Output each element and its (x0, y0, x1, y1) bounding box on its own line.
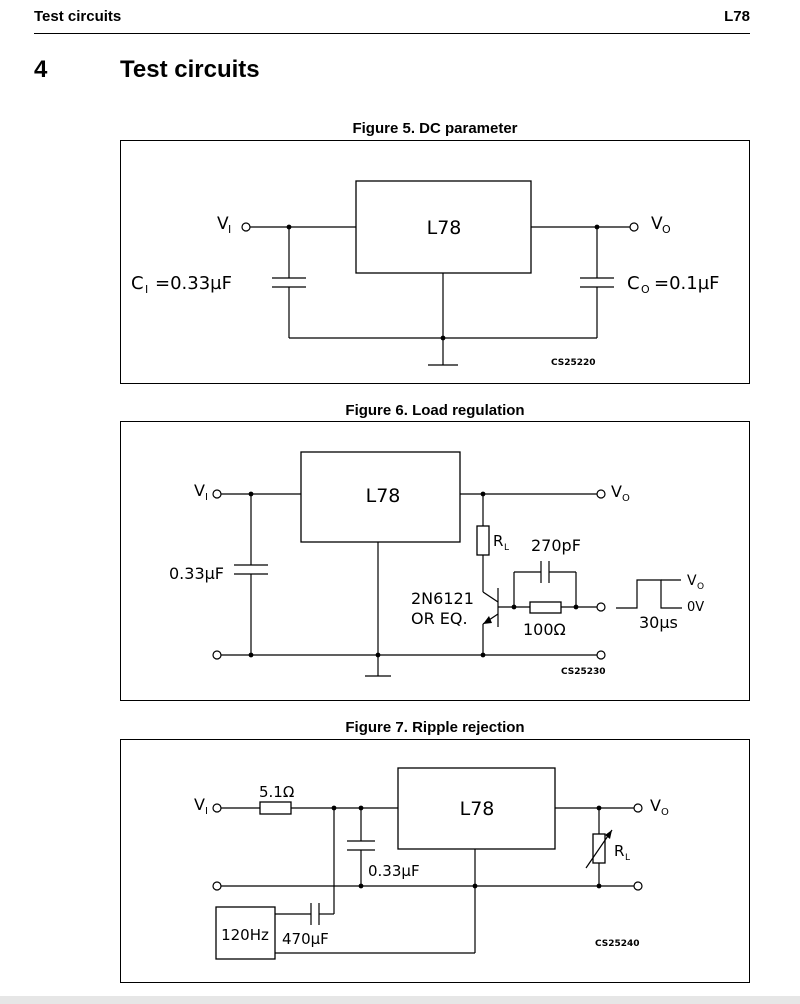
section-number: 4 (34, 56, 48, 83)
figure6-code: CS25230 (561, 667, 606, 677)
figure7-vi-sub: I (205, 806, 208, 817)
figure6-res-100-label: 100Ω (523, 620, 566, 639)
figure7-cap-in-label: 0.33µF (368, 862, 420, 880)
junction (212, 881, 222, 891)
figure6-pulse-terminal (596, 602, 606, 612)
figure6-vo-label: V (611, 482, 622, 501)
junction (212, 650, 222, 660)
figure6-caption: Figure 6. Load regulation (345, 402, 525, 419)
figure6-pulse-0v-label: 0V (687, 600, 704, 615)
figure7-vo-label: V (650, 796, 661, 815)
figure5-code: CS25220 (551, 358, 596, 368)
arrow-head (483, 616, 492, 624)
figure6-box: L78 (120, 421, 750, 701)
page-bottom-edge (0, 996, 800, 1004)
figure7-schematic: L78 V I V O 5.1Ω (194, 767, 669, 960)
figure6-rl-sub: L (504, 543, 509, 553)
figure6-ic-box (300, 451, 461, 543)
figure5-vo-sub: O (662, 223, 671, 236)
figure7-source-label: 120Hz (221, 926, 269, 944)
figure6-vo-sub: O (622, 493, 630, 504)
junction (480, 652, 486, 658)
section-title: Test circuits (120, 56, 260, 83)
figure5-box: L78 V I V O C I =0.33µF C O =0.1µF CS252… (120, 140, 750, 384)
figure6-100-resistor (529, 601, 562, 614)
figure6-pulse-vo-label: V (687, 573, 697, 589)
figure5-vo-label: V (651, 214, 663, 234)
figure7-vo-sub: O (661, 807, 669, 818)
junction (440, 335, 446, 341)
figure6-rl-label: R (493, 532, 503, 550)
figure5-caption: Figure 5. DC parameter (352, 120, 518, 137)
figure7-rl-sub: L (625, 853, 630, 863)
figure6-schematic: L78 (169, 451, 704, 677)
figure6-transistor-equiv: OR EQ. (411, 609, 468, 628)
figure5-ic-label: L78 (427, 217, 462, 239)
junction (633, 881, 643, 891)
figure6-pulse-vo-sub: O (697, 582, 704, 592)
figure6-vi-label: V (194, 481, 205, 500)
figure6-transistor-name: 2N6121 (411, 589, 474, 608)
figure5-vo-terminal (629, 222, 639, 232)
figure6-ic-label: L78 (366, 485, 401, 507)
figure7-rl-label: R (614, 842, 624, 860)
figure5-ci-sub: I (145, 283, 148, 296)
figure5-vi-label: V (217, 214, 229, 234)
figure7-cap-470-label: 470µF (282, 930, 329, 948)
figure6-cap-in-label: 0.33µF (169, 564, 224, 583)
figure5-co-label: C (627, 273, 640, 294)
header-section-name: Test circuits (34, 8, 122, 25)
arrow-head (605, 830, 612, 839)
junction (248, 652, 254, 658)
junction (596, 650, 606, 660)
figure6-cap-270-label: 270pF (531, 536, 581, 555)
figure6-vo-terminal (596, 489, 606, 499)
figure7-5ohm-resistor (259, 801, 292, 815)
wire (616, 579, 682, 609)
figure7-vi-label: V (194, 795, 205, 814)
figure6-vi-sub: I (205, 492, 208, 503)
figure5-co-value: =0.1µF (654, 273, 720, 294)
header-divider (34, 33, 750, 34)
figure5-ci-label: C (131, 273, 144, 294)
figure7-code: CS25240 (595, 939, 640, 949)
figure5-ci-value: =0.33µF (155, 273, 232, 294)
figure6-rl-resistor (476, 525, 490, 556)
figure7-res-in-label: 5.1Ω (259, 783, 294, 801)
figure6-vi-terminal (212, 489, 222, 499)
wire (482, 591, 499, 603)
figure7-vo-terminal (633, 803, 643, 813)
figure6-pulse-width-label: 30µs (639, 613, 678, 632)
figure7-120hz-source (215, 906, 276, 960)
figure5-vi-sub: I (228, 223, 231, 236)
figure7-box: L78 V I V O 5.1Ω (120, 739, 750, 983)
figure5-co-sub: O (641, 283, 650, 296)
header-part-number: L78 (724, 8, 750, 25)
figure5-vi-terminal (241, 222, 251, 232)
junction (358, 883, 364, 889)
figure7-ic-label: L78 (460, 798, 495, 820)
figure5-schematic: L78 V I V O C I =0.33µF C O =0.1µF CS252… (131, 180, 720, 368)
figure7-vi-terminal (212, 803, 222, 813)
figure7-caption: Figure 7. Ripple rejection (345, 719, 525, 736)
